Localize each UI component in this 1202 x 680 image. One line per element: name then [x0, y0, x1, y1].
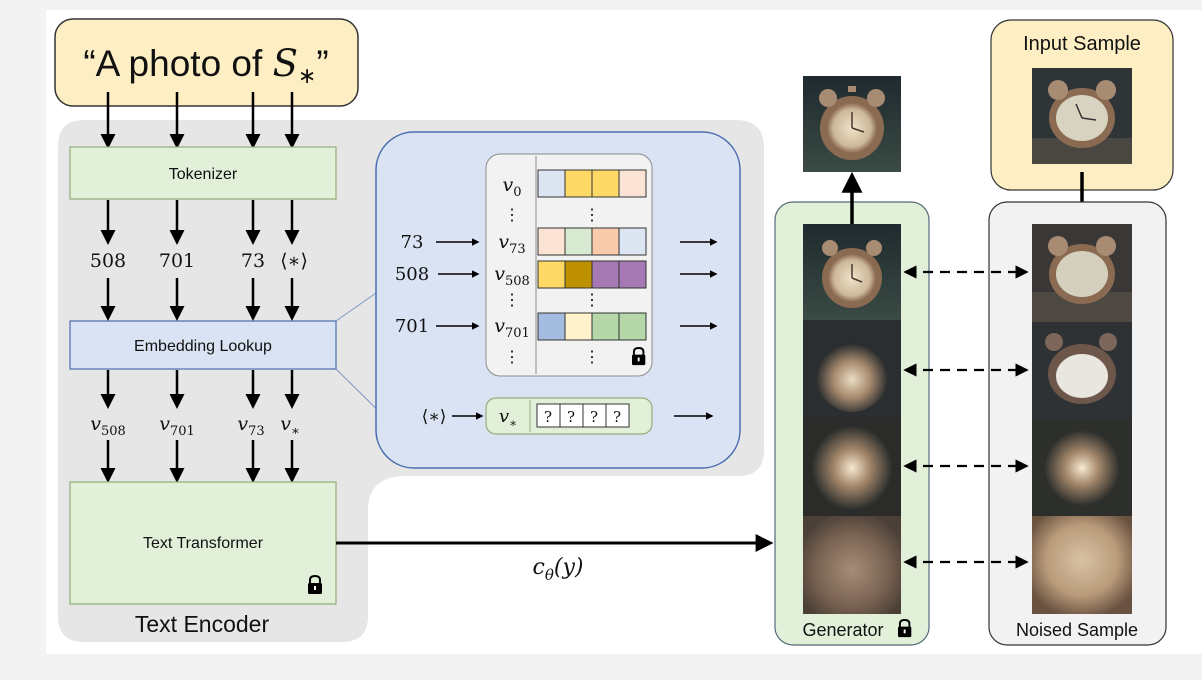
- unknown-value: ?: [590, 408, 598, 426]
- new-token-input: ⟨∗⟩: [422, 407, 447, 427]
- token-id: 73: [241, 250, 265, 272]
- generated-image-step-1: [803, 320, 901, 418]
- token-id-input: 701: [395, 316, 429, 337]
- embedding-cell: [537, 312, 566, 341]
- embedding-cell: [564, 260, 593, 289]
- vector-label: v73: [237, 413, 264, 439]
- embedding-cell: [537, 227, 566, 256]
- text-encoder-label: Text Encoder: [135, 611, 270, 637]
- generated-image-step-3: [803, 516, 901, 614]
- embedding-cell: [564, 227, 593, 256]
- noised-image-step-3: [1032, 516, 1132, 614]
- embedding-cell: [591, 227, 620, 256]
- token-id-input: 508: [395, 264, 429, 285]
- lock-icon: [632, 347, 646, 366]
- embedding-lookup-label: Embedding Lookup: [134, 338, 272, 355]
- unknown-value: ?: [613, 408, 621, 426]
- token-id: 508: [90, 250, 126, 272]
- prompt-close: ”: [316, 43, 328, 84]
- output-image: [803, 76, 901, 172]
- prompt-open: “A photo of: [83, 43, 272, 84]
- embedding-cell: [537, 169, 566, 198]
- table-row-label: v73: [498, 231, 525, 257]
- token-id: ⟨∗⟩: [280, 250, 308, 272]
- generator-label: Generator: [802, 620, 883, 640]
- prompt-symbol: S: [273, 42, 298, 85]
- embedding-lookup-box: [69, 320, 337, 370]
- table-row-label: v701: [494, 315, 530, 341]
- vector-label: v508: [90, 413, 126, 439]
- embedding-cell: [591, 260, 620, 289]
- input-sample-label: Input Sample: [1023, 33, 1141, 55]
- embedding-cell: [591, 312, 620, 341]
- unknown-cell: [605, 403, 630, 428]
- vertical-dots: ⋮: [584, 205, 600, 224]
- text-transformer-label: Text Transformer: [143, 535, 264, 552]
- lock-icon: [308, 574, 322, 594]
- prompt-symbol-sub: ∗: [298, 63, 316, 88]
- embedding-cell: [564, 312, 593, 341]
- table-row-label: v508: [494, 263, 530, 289]
- vector-label: v∗: [280, 413, 300, 439]
- diagram-svg: “A photo of S∗” Tokenizer 508 701 73 ⟨∗⟩…: [54, 18, 1174, 646]
- generated-image-clean: [803, 224, 901, 320]
- prompt-box: [54, 18, 359, 107]
- vertical-dots: ⋮: [584, 290, 600, 309]
- noised-image-step-1: [1032, 322, 1132, 420]
- prompt-text: “A photo of S∗”: [83, 42, 328, 88]
- token-id: 701: [159, 250, 195, 272]
- new-embedding-label: v∗: [499, 406, 517, 430]
- vertical-dots: ⋮: [504, 205, 520, 224]
- noised-sample-label: Noised Sample: [1016, 620, 1138, 640]
- embedding-cell: [618, 169, 647, 198]
- embedding-cell: [618, 227, 647, 256]
- vertical-dots: ⋮: [504, 347, 520, 366]
- unknown-value: ?: [544, 408, 552, 426]
- input-sample-image: [1032, 68, 1132, 164]
- table-row-label: v0: [502, 174, 521, 200]
- embedding-cell: [564, 169, 593, 198]
- generated-image-step-2: [803, 418, 901, 516]
- unknown-value: ?: [567, 408, 575, 426]
- embedding-cell: [618, 260, 647, 289]
- vertical-dots: ⋮: [584, 347, 600, 366]
- diagram-canvas: “A photo of S∗” Tokenizer 508 701 73 ⟨∗⟩…: [46, 10, 1202, 654]
- embedding-cell: [618, 312, 647, 341]
- tokenizer-label: Tokenizer: [169, 166, 238, 183]
- embedding-cell: [591, 169, 620, 198]
- noised-image-step-0: [1032, 224, 1132, 322]
- tokenizer-box: [69, 146, 337, 200]
- lock-icon: [898, 619, 912, 638]
- text-transformer-box: [69, 481, 337, 605]
- embedding-cell: [537, 260, 566, 289]
- vertical-dots: ⋮: [504, 290, 520, 309]
- token-id-input: 73: [401, 232, 424, 253]
- conditioning-label: cθ(y): [533, 555, 584, 584]
- vector-label: v701: [159, 413, 195, 439]
- noised-image-step-2: [1032, 420, 1132, 516]
